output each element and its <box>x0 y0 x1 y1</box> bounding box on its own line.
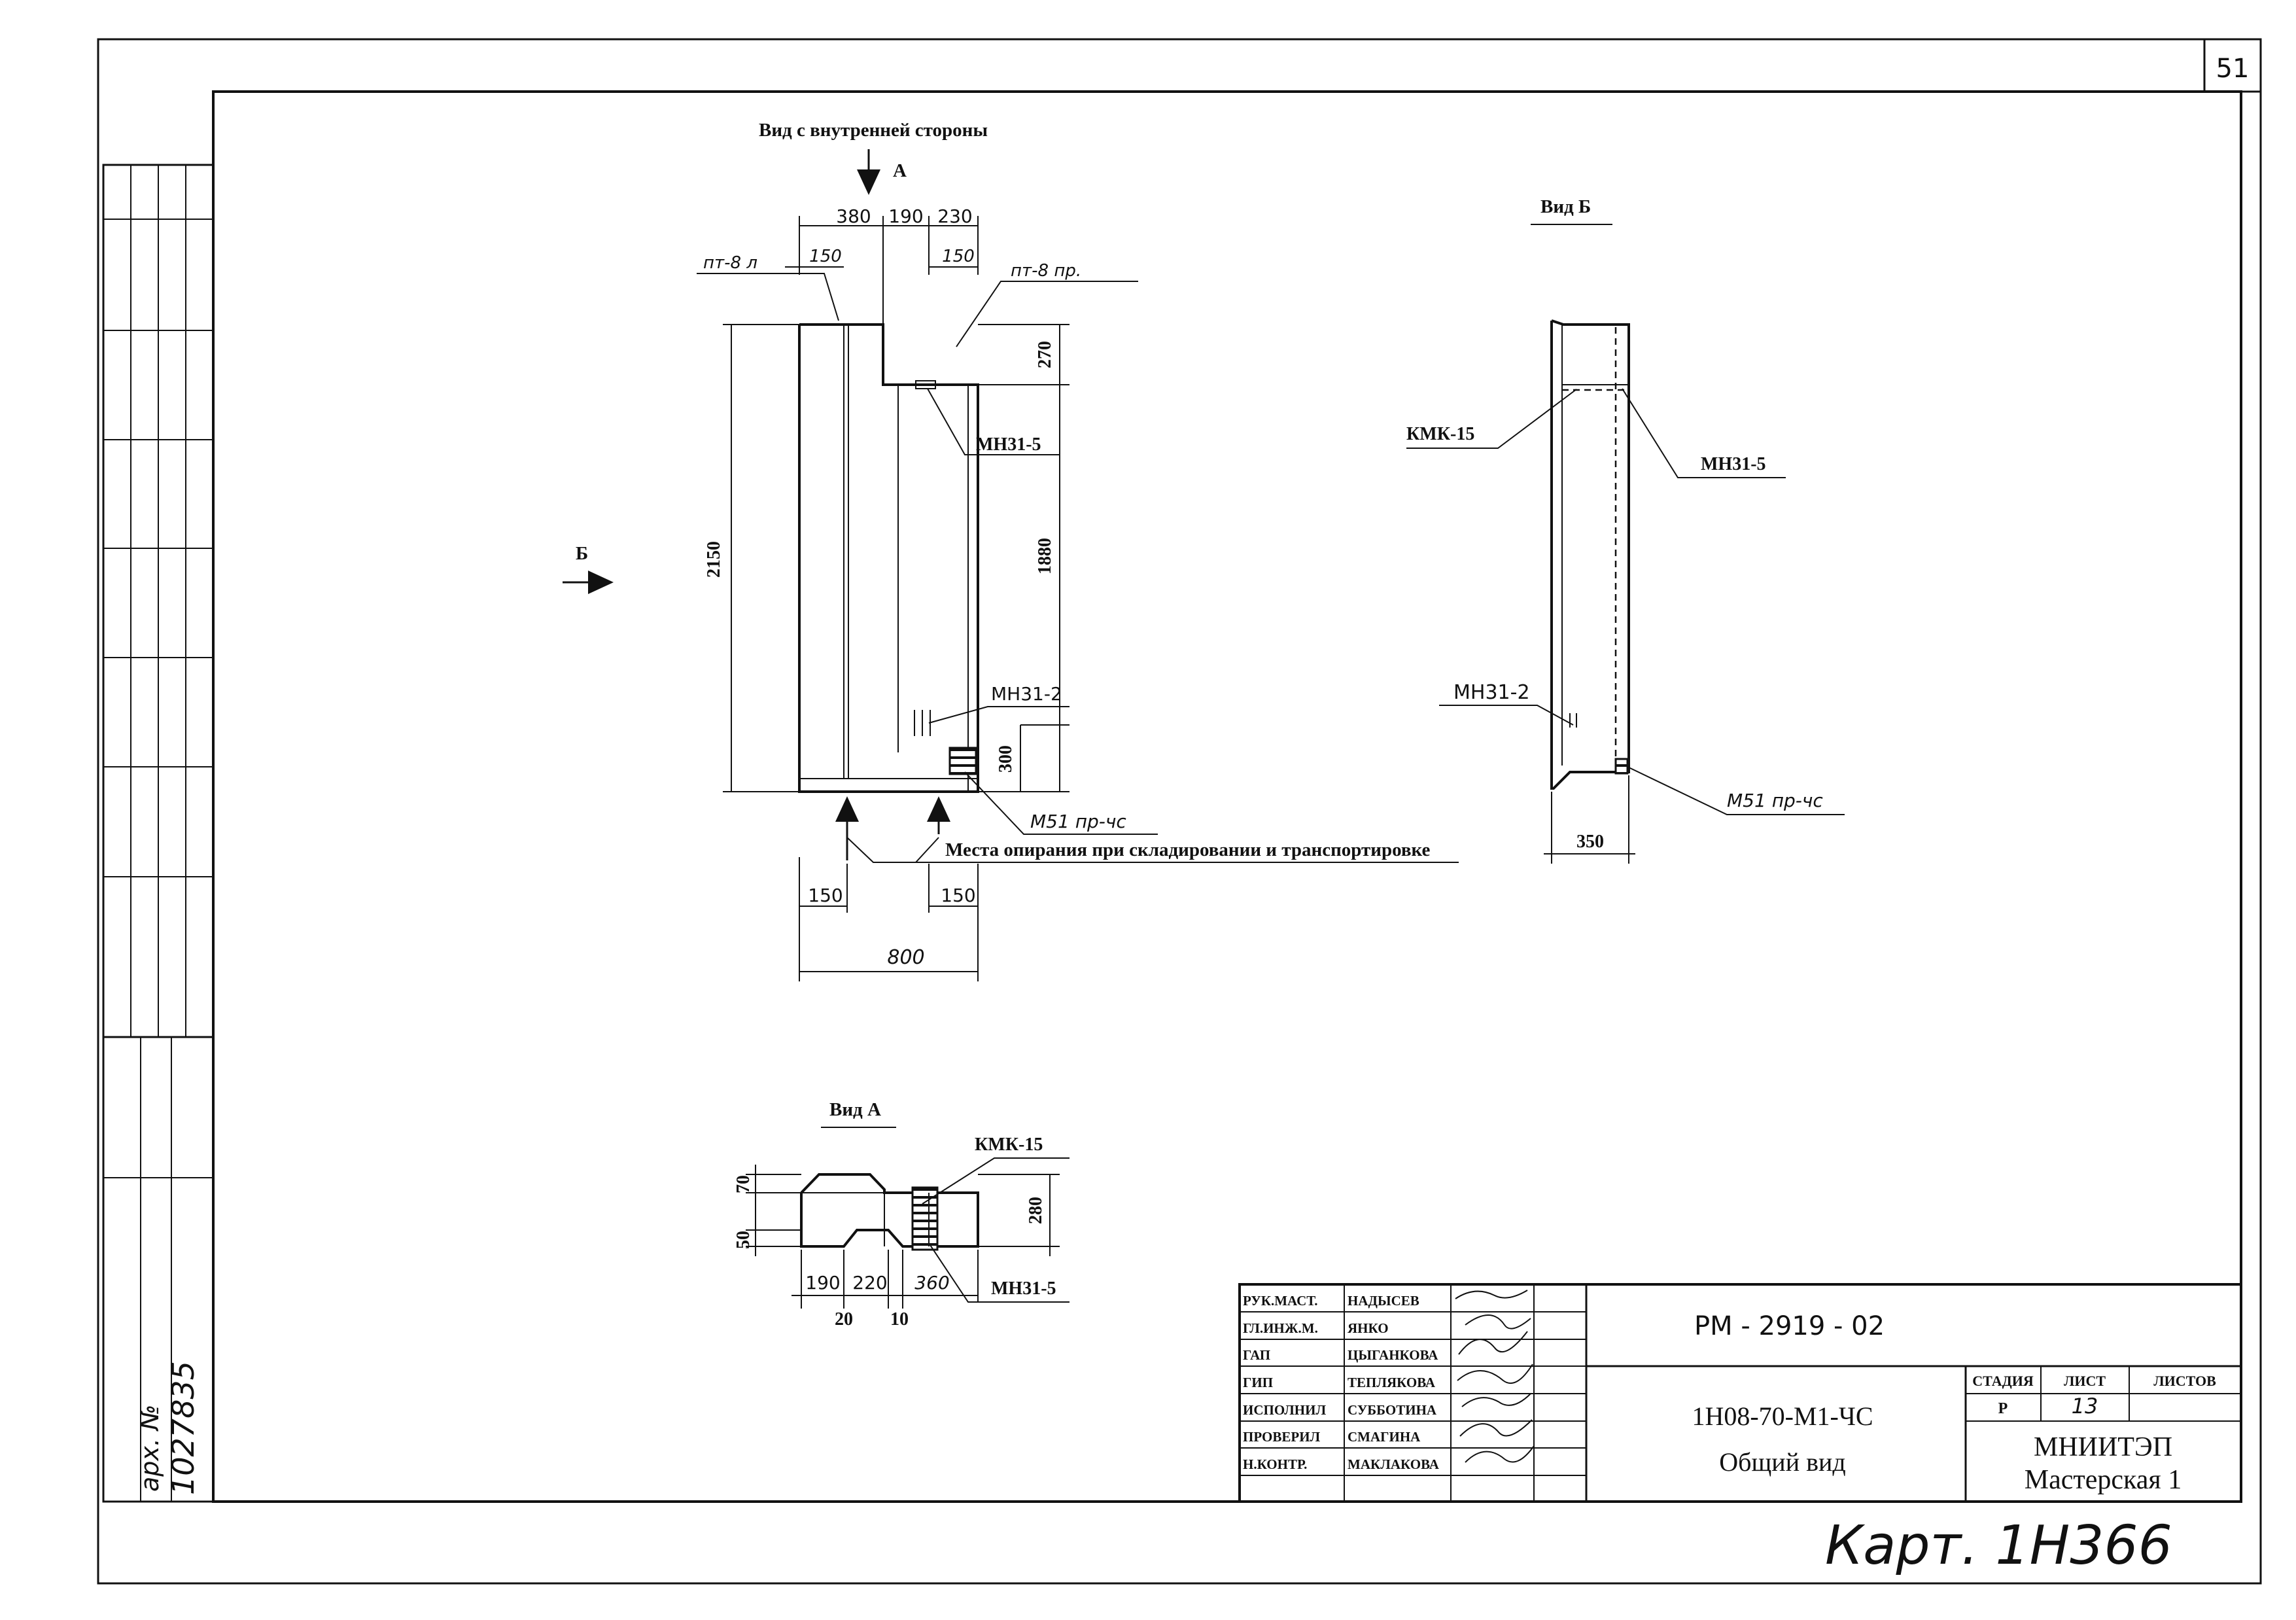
name-7: МАКЛАКОВА <box>1348 1456 1440 1472</box>
view-b-mn31-2: МН31-2 <box>1453 681 1530 704</box>
callout-mn31-5: МН31-5 <box>976 434 1041 455</box>
view-a-mn31-5: МН31-5 <box>991 1278 1056 1299</box>
dim-sub-right: 150 <box>942 247 975 266</box>
elevation-title: Вид с внутренней стороны <box>759 120 988 141</box>
dim-height-top: 270 <box>1035 341 1055 368</box>
inventory-number: 1027835 <box>165 1361 201 1495</box>
dim-width-total: 800 <box>887 946 924 969</box>
sheets-header: ЛИСТОВ <box>2153 1373 2216 1389</box>
dim-height-total: 2150 <box>704 541 724 578</box>
signatures <box>1455 1290 1535 1463</box>
callout-m51: М51 пр-чс <box>1030 811 1126 832</box>
org-name: МНИИТЭП <box>2034 1432 2172 1462</box>
support-note: Места опирания при складировании и транс… <box>945 839 1431 860</box>
role-2: ГЛ.ИНЖ.М. <box>1243 1320 1318 1336</box>
page-number: 51 <box>2216 54 2250 84</box>
dim-top-right: 230 <box>937 205 972 227</box>
dim-bottom-left: 150 <box>808 885 843 906</box>
view-a-kmk: КМК-15 <box>975 1135 1043 1155</box>
view-a-gap2: 10 <box>890 1309 909 1329</box>
name-3: ЦЫГАНКОВА <box>1348 1347 1438 1363</box>
elevation-view: Вид с внутренней стороны А 380 190 230 1… <box>563 120 1459 981</box>
view-a-title: Вид А <box>829 1099 881 1120</box>
dim-height-mid: 1880 <box>1035 538 1055 574</box>
view-a-marker: А <box>893 160 907 181</box>
sheet-title: Общий вид <box>1719 1447 1846 1477</box>
name-4: ТЕПЛЯКОВА <box>1348 1375 1436 1390</box>
view-b-title: Вид Б <box>1540 196 1591 217</box>
role-1: РУК.МАСТ. <box>1243 1293 1317 1309</box>
view-b-width: 350 <box>1576 832 1604 852</box>
dim-top-mid: 190 <box>888 205 923 227</box>
view-b-kmk: КМК-15 <box>1406 424 1474 444</box>
view-a-w3: 360 <box>914 1272 949 1294</box>
title-block: РУК.МАСТ. ГЛ.ИНЖ.М. ГАП ГИП ИСПОЛНИЛ ПРО… <box>1238 1283 2242 1503</box>
callout-mn31-2: МН31-2 <box>991 683 1062 705</box>
dim-top-left: 380 <box>836 205 871 227</box>
name-5: СУББОТИНА <box>1348 1402 1437 1418</box>
view-a-w2: 220 <box>852 1272 887 1294</box>
callout-pt-left: пт-8 л <box>703 253 757 273</box>
view-b: Вид Б КМК-15 МН31-5 МН31-2 М51 пр-чс 350 <box>1406 196 1845 864</box>
view-b-m51: М51 пр-чс <box>1727 790 1823 811</box>
dim-sub-left: 150 <box>809 247 842 266</box>
inventory-label: арх. № <box>135 1404 164 1492</box>
view-a-h-bottom: 50 <box>733 1231 754 1249</box>
name-2: ЯНКО <box>1348 1320 1389 1336</box>
role-7: Н.КОНТР. <box>1243 1456 1307 1472</box>
role-4: ГИП <box>1243 1375 1273 1390</box>
stage-header: СТАДИЯ <box>1972 1373 2034 1389</box>
role-6: ПРОВЕРИЛ <box>1243 1429 1321 1445</box>
name-1: НАДЫСЕВ <box>1348 1293 1419 1309</box>
view-a: Вид А 70 50 280 КМК-15 МН31-5 190 220 <box>733 1099 1070 1329</box>
product-code: 1Н08-70-М1-ЧС <box>1692 1401 1873 1431</box>
doc-code: РМ - 2919 - 02 <box>1694 1311 1885 1341</box>
view-a-gap1: 20 <box>835 1309 853 1329</box>
view-a-w1: 190 <box>805 1272 840 1294</box>
role-5: ИСПОЛНИЛ <box>1243 1402 1326 1418</box>
dim-height-bottom: 300 <box>996 745 1016 773</box>
handwritten-card: Карт. 1Н366 <box>1825 1515 2172 1577</box>
view-b-marker: Б <box>576 543 588 564</box>
sheet-frame <box>97 38 2262 1585</box>
name-6: СМАГИНА <box>1348 1429 1421 1445</box>
workshop-name: Мастерская 1 <box>2025 1465 2182 1495</box>
view-b-mn31-5: МН31-5 <box>1701 454 1766 474</box>
sheet-no: 13 <box>2072 1394 2098 1418</box>
callout-pt-right: пт-8 пр. <box>1011 261 1081 281</box>
view-a-h-total: 280 <box>1026 1197 1046 1224</box>
dim-bottom-right: 150 <box>941 885 975 906</box>
role-3: ГАП <box>1243 1347 1270 1363</box>
stage-value: Р <box>1998 1400 2008 1417</box>
view-a-h-top: 70 <box>733 1175 754 1193</box>
sheet-header: ЛИСТ <box>2064 1373 2106 1389</box>
